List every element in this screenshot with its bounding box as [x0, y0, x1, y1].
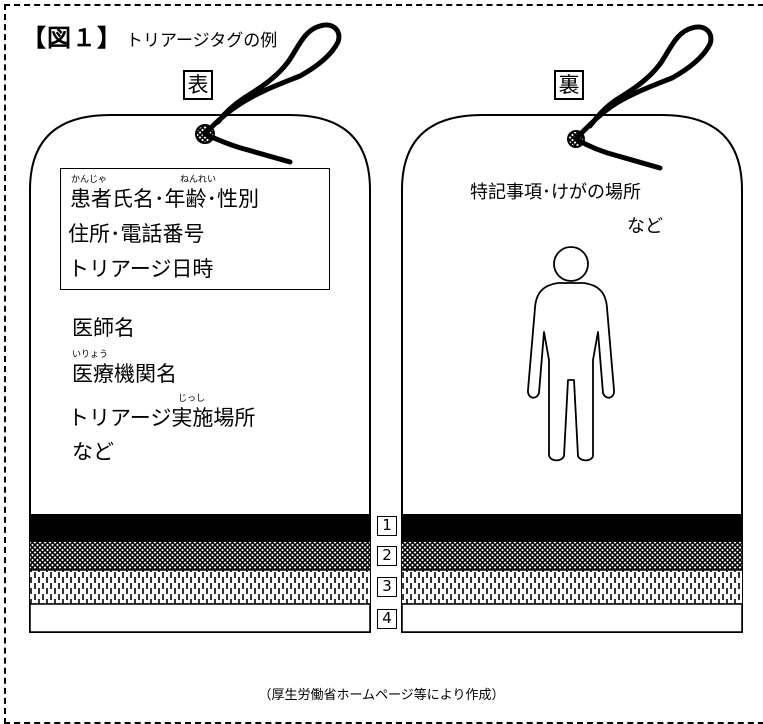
back-side-label: 裏: [554, 70, 584, 100]
back-band-4: [401, 603, 743, 633]
figure-caption: トリアージタグの例: [126, 31, 278, 51]
ruby-kanja: かんじゃ: [71, 175, 108, 185]
source-note: （厚生労働省ホームページ等により作成）: [258, 688, 505, 703]
figure-number: 【図１】: [22, 24, 122, 52]
patient-info-box: [60, 168, 330, 290]
front-band-1: [30, 514, 370, 542]
back-string: [573, 24, 714, 171]
front-line-2: 医療機関名: [72, 362, 177, 386]
box-line-1: 患者氏名･年齢･性別: [70, 187, 259, 211]
front-band-2: [30, 542, 370, 570]
front-band-4: [29, 603, 371, 633]
tag-drawing: [29, 22, 743, 633]
ruby-nenrei: ねんれい: [180, 175, 217, 185]
front-line-3: トリアージ実施場所: [68, 406, 256, 430]
box-line-3: トリアージ日時: [68, 257, 214, 281]
band-number-3: 3: [377, 577, 397, 597]
ruby-iryou: いりょう: [72, 350, 109, 360]
front-line-1: 医師名: [72, 316, 135, 340]
figure-title: 【図１】トリアージタグの例: [22, 18, 277, 53]
back-band-2: [402, 542, 742, 570]
band-number-1: 1: [377, 516, 397, 536]
human-figure-icon: [527, 246, 615, 462]
back-band-1: [402, 514, 742, 542]
box-line-2: 住所･電話番号: [68, 222, 205, 246]
band-number-2: 2: [377, 546, 397, 566]
front-tag: [29, 114, 371, 633]
band-number-4: 4: [377, 609, 397, 629]
back-line-1: 特記事項･けがの場所: [470, 182, 641, 203]
back-band-3: [402, 570, 742, 604]
ruby-jisshi: じっし: [178, 394, 206, 404]
front-line-4: など: [72, 440, 114, 464]
back-line-2: など: [627, 216, 663, 237]
front-side-label: 表: [183, 70, 213, 100]
front-string: [202, 22, 342, 165]
front-band-3: [30, 570, 370, 604]
